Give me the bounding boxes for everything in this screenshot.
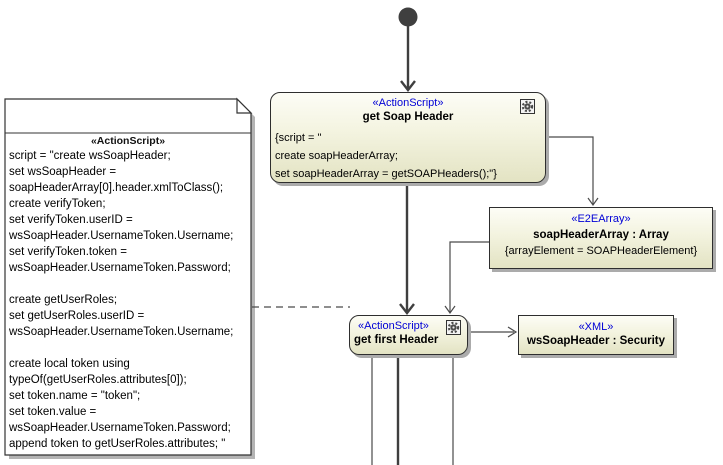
object-flow-from-array <box>449 241 489 312</box>
arrowhead-down <box>399 303 415 315</box>
action-name: get Soap Header <box>362 111 454 123</box>
stereotype-label: «ActionScript» <box>372 97 444 109</box>
object-soap-header-array[interactable]: «E2EArray» soapHeaderArray : Array {arra… <box>489 207 713 269</box>
arrowhead-down <box>400 80 416 92</box>
arrowhead-down <box>444 305 456 315</box>
note-script-text: script = "create wsSoapHeader; set wsSoa… <box>9 150 234 450</box>
stereotype-label: «ActionScript» <box>358 320 429 332</box>
behavior-gear-icon <box>520 99 535 114</box>
stereotype-label: «E2EArray» <box>571 213 631 225</box>
note-shape[interactable] <box>4 98 252 456</box>
object-name: wsSoapHeader : Security <box>526 335 666 347</box>
action-get-first-header[interactable]: «ActionScript» get first Header <box>349 315 468 355</box>
object-flow-to-array <box>547 136 594 204</box>
note-fold-icon <box>236 97 253 114</box>
object-name: soapHeaderArray : Array <box>533 229 669 241</box>
action-script-text: {script = " create soapHeaderArray; set … <box>275 132 497 180</box>
behavior-gear-icon <box>446 320 461 335</box>
initial-node[interactable] <box>398 7 418 27</box>
note-stereotype-label: «ActionScript» <box>90 135 166 147</box>
object-ws-soap-header[interactable]: «XML» wsSoapHeader : Security <box>518 315 674 355</box>
stereotype-label: «XML» <box>578 321 614 333</box>
action-get-soap-header[interactable]: «ActionScript» get Soap Header {script =… <box>270 92 546 183</box>
arrowhead-down <box>587 197 599 207</box>
tagged-value: {arrayElement = SOAPHeaderElement} <box>504 245 698 257</box>
arrowhead-right <box>507 326 518 338</box>
action-name: get first Header <box>354 334 439 346</box>
